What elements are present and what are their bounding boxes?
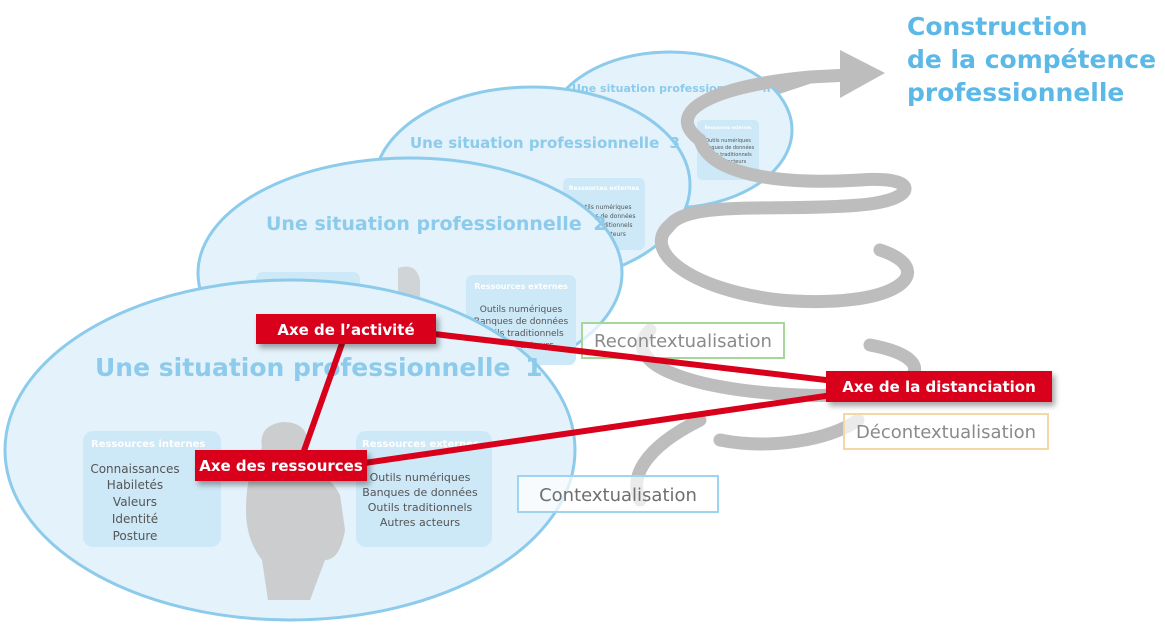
situation-1-ext-item: Outils numériques	[370, 471, 471, 484]
situation-1-int-item: Posture	[113, 529, 158, 543]
contextualisation-label: Contextualisation	[517, 475, 719, 513]
situation-1-int-item: Identité	[112, 512, 158, 526]
recontextualisation-frame	[581, 322, 785, 359]
recontextualisation-label: Recontextualisation	[581, 322, 785, 359]
axis-lines	[297, 327, 863, 471]
arrow-head-icon	[840, 50, 885, 98]
decontextualisation-label: Décontextualisation	[843, 413, 1049, 450]
axis-line-activite-ressources	[297, 335, 347, 465]
contextualisation-text: Contextualisation	[539, 485, 697, 506]
recontextualisation-text: Recontextualisation	[594, 331, 772, 352]
situation-1-ext-item: Autres acteurs	[380, 516, 460, 529]
axis-distanciation: Axe de la distanciation	[826, 371, 1052, 402]
axis-ressources: Axe des ressources	[195, 450, 367, 481]
axis-ressources-text: Axe des ressources	[199, 457, 363, 475]
situation-2-ext-item: Banques de données	[474, 316, 569, 327]
spiral-middle	[663, 133, 912, 232]
situation-3-ext-title: Ressources externes	[569, 185, 640, 192]
situation-1-ext-title: Ressources externes	[362, 439, 479, 450]
situation-1-int-item: Valeurs	[113, 495, 157, 509]
situation-1-title: Une situation professionnelle 1	[95, 353, 543, 382]
situation-1-int-item: Habiletés	[107, 478, 163, 492]
situation-1-int-item: Connaissances	[90, 462, 179, 476]
contextualisation-frame	[517, 475, 719, 513]
situation-n-ext-item: Outils traditionnels	[704, 152, 752, 158]
axis-activite: Axe de l’activité	[256, 314, 436, 344]
situation-3-title: Une situation professionnelle 3	[410, 134, 680, 152]
axis-activite-box	[256, 314, 436, 344]
situation-2-ext-title: Ressources externes	[474, 282, 568, 291]
situation-2-title: Une situation professionnelle 2	[266, 213, 607, 235]
situation-1-int-title: Ressources internes	[91, 439, 205, 450]
spiral-arrow	[680, 68, 857, 147]
construction-title-line-1: Construction	[907, 12, 1088, 41]
situation-1-ext-item: Banques de données	[362, 486, 478, 499]
axis-activite-text: Axe de l’activité	[277, 321, 414, 339]
decontextualisation-text: Décontextualisation	[856, 422, 1036, 443]
situation-3-ext-item: Outils numériques	[577, 204, 632, 211]
situation-1-ext-item: Outils traditionnels	[368, 501, 473, 514]
construction-title-line-3: professionnelle	[907, 78, 1125, 107]
decontextualisation-frame	[843, 413, 1049, 450]
construction-title: Construction de la compétence profession…	[907, 10, 1157, 109]
situation-n-ext-item: Banques de données	[702, 144, 755, 151]
axis-distanciation-box	[826, 371, 1052, 402]
situation-1-int-box	[83, 431, 221, 547]
situation-3-ext-item: Banques de données	[573, 213, 636, 220]
situation-2-ext-item: Outils traditionnels	[478, 329, 564, 339]
axis-line-activite-distanciation	[397, 327, 863, 387]
axis-line-ressources-distanciation	[327, 388, 863, 471]
construction-title-line-2: de la compétence	[907, 45, 1157, 74]
situation-n-ext-title: Ressources externes	[705, 125, 752, 130]
situation-2-ext-item: Outils numériques	[480, 304, 563, 315]
axis-ressources-box	[195, 450, 367, 481]
situation-n-ext-item: Outils numériques	[705, 137, 751, 144]
axis-distanciation-text: Axe de la distanciation	[842, 378, 1036, 396]
